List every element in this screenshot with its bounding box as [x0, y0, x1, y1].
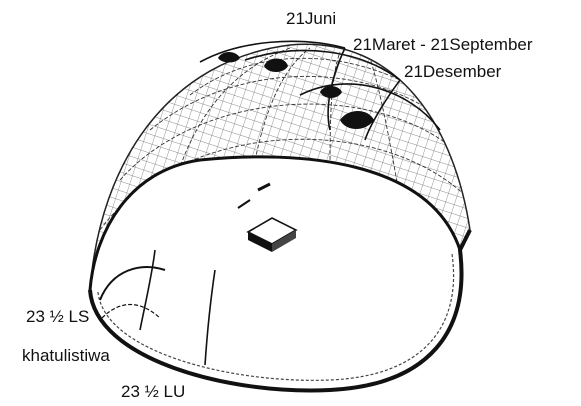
dome-mesh [90, 44, 470, 290]
label-june-solstice: 21Juni [286, 10, 336, 27]
label-tropic-north: 23 ½ LU [121, 383, 185, 400]
lower-arcs [100, 250, 215, 365]
label-tropic-south: 23 ½ LS [26, 308, 89, 325]
label-december-solstice: 21Desember [404, 63, 501, 80]
horizon-ring [90, 157, 470, 391]
label-equator: khatulistiwa [22, 347, 110, 364]
label-equinox: 21Maret - 21September [353, 36, 533, 53]
observer-platform [238, 184, 296, 252]
